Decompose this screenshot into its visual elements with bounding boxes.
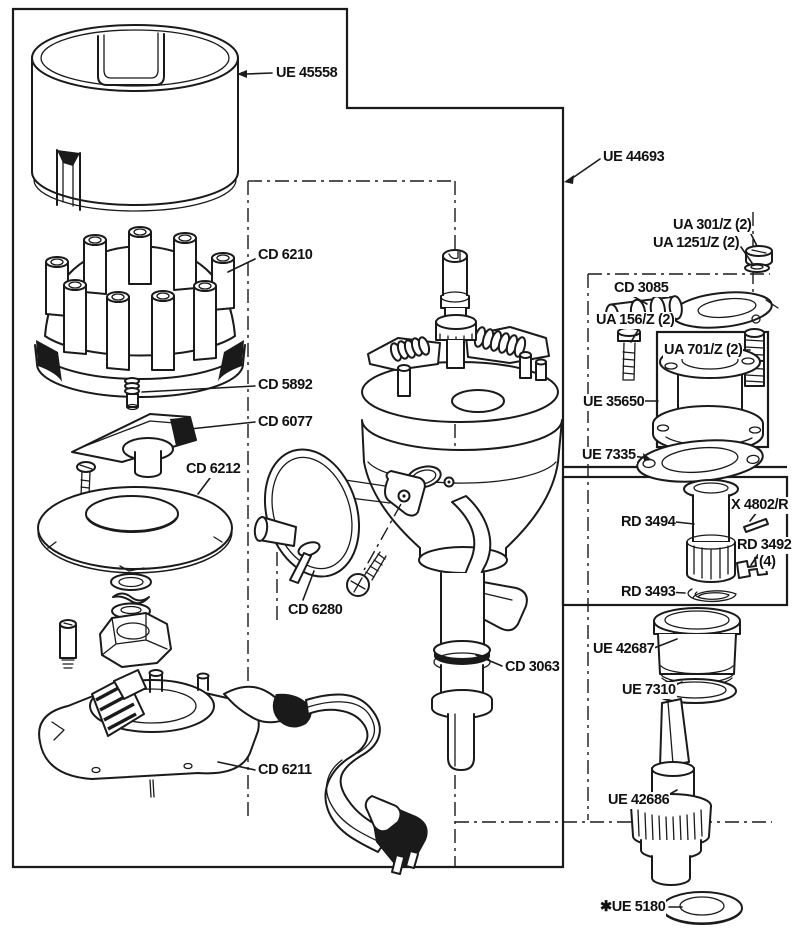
mounting-screw <box>346 551 387 597</box>
part-bush-rd3494 <box>683 479 739 583</box>
part-dust-shield <box>37 486 233 574</box>
part-label-rd3492-qty: (4) <box>758 554 777 571</box>
part-label-cd6210: CD 6210 <box>257 247 314 264</box>
part-label-x4802r: X 4802/R <box>730 497 790 514</box>
part-main-body <box>361 249 563 771</box>
part-label-rd3492: RD 3492 <box>736 537 793 554</box>
part-cup-ue42687 <box>653 607 741 687</box>
part-washer-stack <box>110 573 152 620</box>
part-dust-cover <box>31 24 239 212</box>
part-label-cd3085: CD 3085 <box>613 280 670 297</box>
part-label-cd6212: CD 6212 <box>185 461 242 478</box>
outer-stepped-border <box>11 7 565 869</box>
part-terminal-post <box>59 619 77 669</box>
part-label-ue7335: UE 7335 <box>581 447 637 464</box>
part-vacuum-unit <box>253 448 426 597</box>
part-label-ue42686: UE 42686 <box>607 792 671 809</box>
part-label-ua301z: UA 301/Z (2) <box>672 217 753 234</box>
part-label-ue35650: UE 35650 <box>582 394 646 411</box>
part-label-ua1251z: UA 1251/Z (2) <box>652 235 741 252</box>
part-label-ue5180: ✱UE 5180 <box>599 899 667 916</box>
part-pin-x4802r <box>743 518 769 533</box>
leader-lines <box>141 70 760 908</box>
advance-springs <box>389 326 527 362</box>
part-distributor-cap <box>34 226 246 398</box>
part-label-cd5892: CD 5892 <box>257 377 314 394</box>
part-label-ua156z: UA 156/Z (2) <box>595 312 676 329</box>
part-label-cd6211: CD 6211 <box>257 762 313 779</box>
part-nut <box>99 612 172 668</box>
part-label-ue7310: UE 7310 <box>621 682 677 699</box>
part-label-cd6077: CD 6077 <box>257 414 314 431</box>
part-label-rd3494: RD 3494 <box>620 514 677 531</box>
part-snapring-rd3493 <box>687 588 737 603</box>
part-label-ua701z: UA 701/Z (2) <box>663 342 744 359</box>
part-label-ue45558: UE 45558 <box>275 65 339 82</box>
part-contact-breaker-plate <box>38 669 428 875</box>
drive-shaft-top <box>435 249 477 369</box>
part-gasket-ue7335 <box>636 439 764 483</box>
part-adaptor-ue35650 <box>652 345 764 453</box>
part-washer-ue5180 <box>661 891 743 925</box>
part-screw-ua156z <box>617 327 641 381</box>
part-screw-small <box>76 461 96 497</box>
part-label-cd6280: CD 6280 <box>287 602 344 619</box>
part-label-rd3493: RD 3493 <box>620 584 677 601</box>
part-label-cd3063: CD 3063 <box>504 659 561 676</box>
part-washer-ua1251z <box>744 263 770 273</box>
part-label-ue44693: UE 44693 <box>602 149 666 166</box>
part-capacitor-strap <box>671 291 779 329</box>
part-label-ue42687: UE 42687 <box>592 641 656 658</box>
part-contact-spring <box>124 377 140 411</box>
part-nut-ua301z <box>745 245 773 267</box>
part-rotor-arm <box>71 413 197 478</box>
cap-towers <box>45 226 235 371</box>
